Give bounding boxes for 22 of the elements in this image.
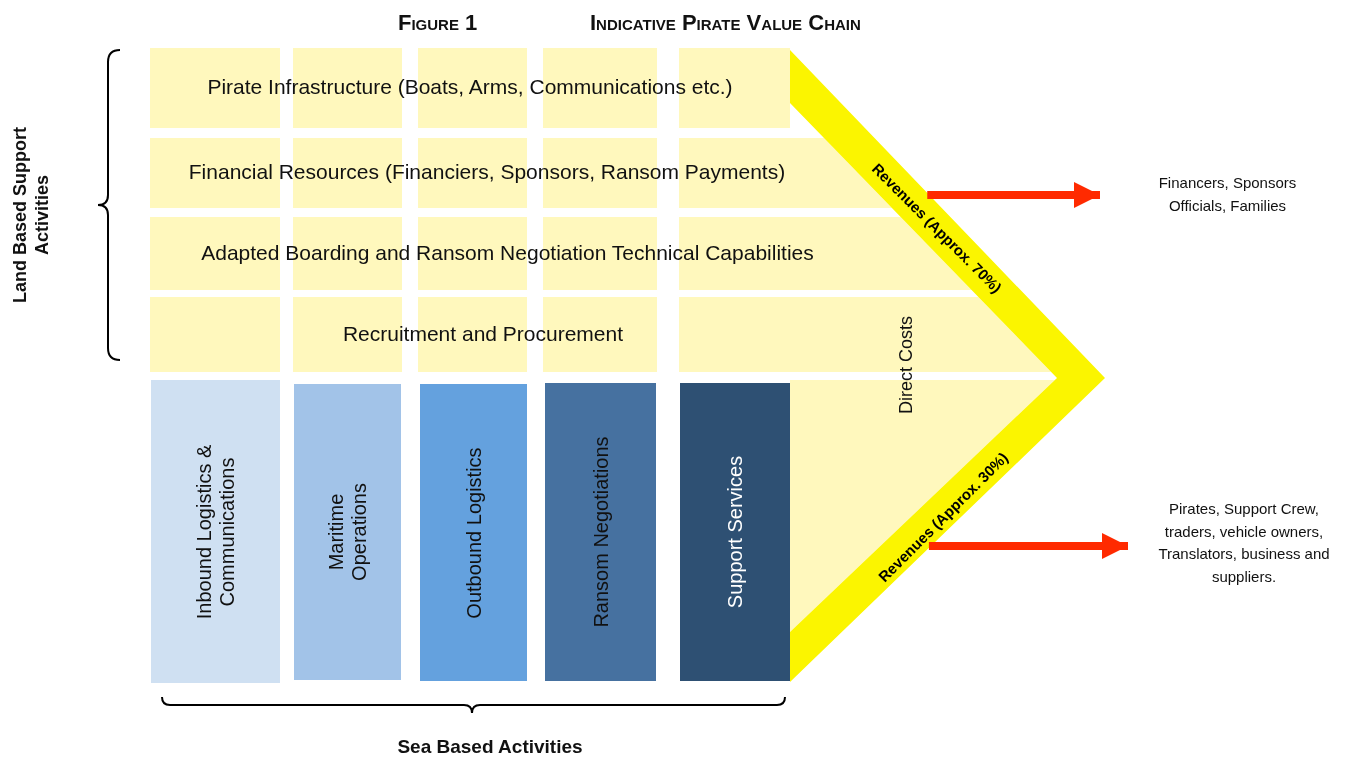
primary-activity-column [420,384,527,681]
column-label: Maritime Operations [324,482,371,583]
recipient-text: Financers, Sponsors Officials, Families [1158,174,1297,214]
primary-activity-column [680,383,790,681]
row-label: Recruitment and Procurement [341,321,625,346]
column-label: Outbound Logistics [462,445,485,621]
diagram-title: Indicative Pirate Value Chain [590,10,861,36]
area-label: Direct Costs [896,315,918,416]
primary-activity-column [294,384,401,680]
row-label: Financial Resources (Financiers, Sponsors, Ransom Payments) [187,160,787,184]
figure-number: Figure 1 [398,10,478,37]
column-label: Inbound Logistics & Communications [192,443,239,621]
recipient-text: Pirates, Support Crew, traders, vehicle owners, Translators, business and suppliers. [1158,500,1330,585]
side-heading: Land Based Support Activities [10,126,53,305]
column-label: Ransom Negotiations [589,435,612,630]
bottom-heading: Sea Based Activities [396,735,584,758]
row-label: Adapted Boarding and Ransom Negotiation Technical Capabilities [200,240,815,265]
row-label: Pirate Infrastructure (Boats, Arms, Communications etc.) [206,75,734,99]
column-label: Support Services [723,454,747,611]
primary-activity-column [151,380,280,683]
primary-activity-column [545,383,656,681]
arrow [928,533,1128,559]
